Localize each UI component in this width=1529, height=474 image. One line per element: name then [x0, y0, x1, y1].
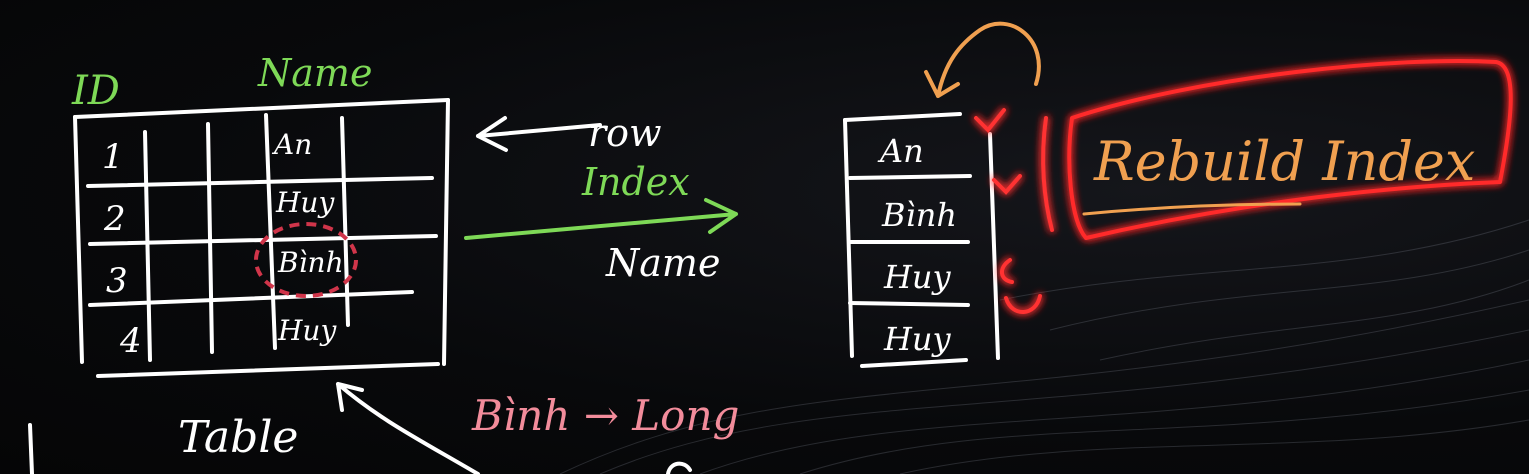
rebuild-index-label: Rebuild Index: [1093, 130, 1475, 193]
index-label: Index: [581, 160, 690, 204]
name-column-header: Name: [257, 51, 372, 95]
table-row-name: Bình: [277, 246, 344, 279]
table-row-id: 1: [102, 137, 124, 177]
highlight-circle: [254, 222, 358, 298]
table-row-name: An: [271, 128, 312, 161]
row-arrow: row: [476, 111, 662, 155]
table-row-id: 2: [103, 199, 126, 239]
edge-mark: [28, 423, 34, 474]
row-label: row: [588, 111, 662, 155]
update-arrow: [336, 382, 480, 474]
update-note: Bình → Long: [471, 391, 739, 440]
index-entry: Huy: [883, 258, 952, 296]
table-caption: Table: [178, 412, 298, 463]
table-row-name: Huy: [277, 314, 337, 347]
table-row-id: 3: [106, 261, 128, 301]
swap-arrow: [924, 21, 1041, 98]
table-row-name: Huy: [275, 186, 335, 219]
index-entry: Bình: [881, 196, 957, 234]
edge-mark: [666, 461, 692, 474]
rebuild-underline: [1082, 202, 1302, 216]
id-column-header: ID: [71, 68, 120, 114]
background-waves: [559, 219, 1529, 474]
index-arrow: Index Name: [464, 160, 738, 285]
table-row-id: 4: [119, 321, 142, 361]
index-entry: An: [877, 132, 924, 170]
index-entry: Huy: [883, 320, 952, 358]
index-list: An Bình Huy Huy: [843, 112, 1000, 368]
data-table: ID Name 1 2 3 4 An Huy Bình Huy Table: [71, 51, 450, 463]
rebuild-callout: [974, 58, 1513, 314]
index-on-label: Name: [605, 241, 720, 285]
